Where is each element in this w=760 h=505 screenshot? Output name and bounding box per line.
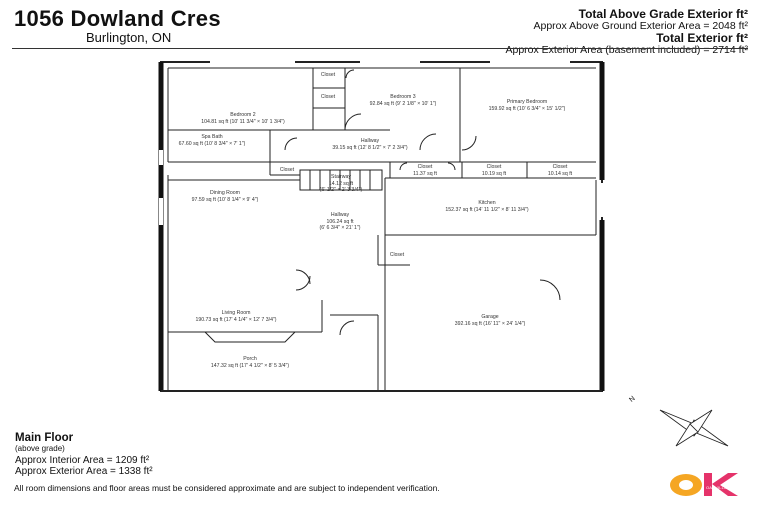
area-summary: Total Above Grade Exterior ft² Approx Ab… — [505, 8, 748, 57]
closet-label-3: Closet — [279, 167, 295, 173]
interior-area: Approx Interior Area = 1209 ft² — [15, 455, 150, 466]
disclaimer: All room dimensions and floor areas must… — [14, 483, 440, 493]
closet-label-2: Closet — [320, 94, 336, 100]
compass-rose — [659, 409, 729, 447]
brand-logo: OAKVILLE KEYS — [660, 470, 752, 498]
grade-value: Approx Above Ground Exterior Area = 2048… — [533, 19, 748, 32]
logo-tagline: OAKVILLE KEYS — [706, 485, 740, 490]
property-city: Burlington, ON — [86, 30, 172, 45]
total-title: Total Exterior ft² — [656, 31, 748, 46]
grade-title: Total Above Grade Exterior ft² — [578, 7, 748, 21]
exterior-area: Approx Exterior Area = 1338 ft² — [15, 466, 153, 477]
total-value: Approx Exterior Area (basement included)… — [505, 44, 748, 57]
header-divider — [12, 48, 748, 49]
property-address: 1056 Dowland Cres — [14, 6, 221, 31]
floor-subtitle: (above grade) — [15, 444, 65, 453]
closet-label-1: Closet — [320, 72, 336, 78]
floor-title: Main Floor — [15, 432, 74, 444]
closet-label-4: Closet — [389, 252, 405, 258]
